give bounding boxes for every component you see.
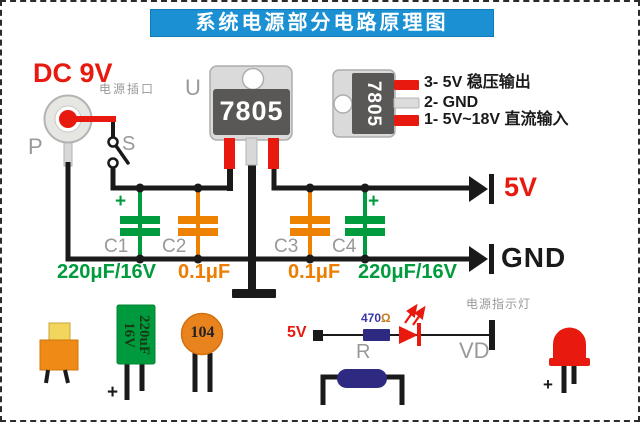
regulator-ref-label: U xyxy=(185,75,201,100)
c1-ref: C1 xyxy=(104,236,129,257)
regulator-to220 xyxy=(209,65,293,169)
c4-ref: C4 xyxy=(332,236,357,257)
electrolytic-voltage-text: 16V xyxy=(121,321,138,348)
pinout-pin-1 xyxy=(394,115,419,126)
regulator-leg-output xyxy=(268,138,279,169)
indicator-circuit xyxy=(313,303,495,350)
electrolytic-photo-text: 220uF 16V xyxy=(117,305,155,364)
wire-5v-rail xyxy=(271,165,469,191)
electrolytic-value-text: 220uF xyxy=(136,314,153,355)
regulator-leg-input xyxy=(224,138,235,169)
disc-capacitor-code: 104 xyxy=(190,324,215,341)
photo-disc-capacitor xyxy=(180,312,224,392)
pinout-pin3-label: 3- 5V 稳压输出 xyxy=(424,74,531,91)
photo-dc-jack xyxy=(39,322,79,384)
wire-gnd-rail xyxy=(65,162,469,262)
regulator-pinout-package xyxy=(332,69,420,138)
pinout-hole xyxy=(333,94,353,114)
output-5v-label: 5V xyxy=(504,172,538,202)
c1-value: 220μF/16V xyxy=(57,261,156,283)
c1-polarity: + xyxy=(115,191,127,212)
led-cathode-bar xyxy=(417,323,421,346)
indicator-terminal-right xyxy=(489,320,495,350)
junction-dot xyxy=(305,254,315,264)
arrow-5v-output xyxy=(469,174,494,204)
pinout-pin1-label: 1- 5V~18V 直流输入 xyxy=(424,111,569,128)
c4-value: 220μF/16V xyxy=(358,261,457,283)
resistor-ref-label: R xyxy=(356,341,371,363)
regulator-leg-gnd xyxy=(245,137,258,166)
capacitor-c4-symbol xyxy=(345,188,385,259)
c3-value: 0.1μF xyxy=(288,261,341,283)
indicator-caption: 电源指示灯 xyxy=(466,297,532,311)
ground-symbol xyxy=(232,289,276,298)
pinout-body xyxy=(352,73,394,134)
pinout-pin2-label: 2- GND xyxy=(424,94,479,111)
electrolytic-polarity: + xyxy=(107,382,119,403)
junction-dot xyxy=(305,183,315,193)
pinout-part-number: 7805 xyxy=(352,73,394,134)
photo-led xyxy=(549,327,590,393)
switch-contact-top xyxy=(107,136,119,148)
regulator-mounting-hole xyxy=(241,67,265,91)
led-ref-label: VD xyxy=(459,338,490,363)
resistor-symbol xyxy=(363,329,390,341)
capacitor-c2-symbol xyxy=(178,188,218,259)
c3-ref: C3 xyxy=(274,236,299,257)
arrow-gnd-output xyxy=(469,244,494,274)
switch-contact-bottom xyxy=(107,157,119,169)
capacitor-c3-symbol xyxy=(290,188,330,259)
capacitor-c1-symbol xyxy=(120,188,160,259)
resistor-ohm-symbol: Ω xyxy=(381,311,391,325)
indicator-supply-label: 5V xyxy=(287,324,307,341)
junction-dot xyxy=(135,254,145,264)
regulator-body xyxy=(213,89,290,135)
junction-dot xyxy=(360,183,370,193)
output-gnd-label: GND xyxy=(501,242,567,273)
plug-ref-label: P xyxy=(28,134,43,159)
pinout-part-number-text: 7805 xyxy=(362,80,384,127)
led-symbol xyxy=(399,326,418,344)
pinout-pin-2 xyxy=(393,97,420,109)
junction-dot xyxy=(193,183,203,193)
dc-input-label: DC 9V xyxy=(33,58,113,88)
junction-dot xyxy=(193,254,203,264)
led-polarity: + xyxy=(543,375,553,394)
resistor-value: 470 xyxy=(361,311,382,325)
regulator-part-number: 7805 xyxy=(219,96,284,126)
led-light-arrows xyxy=(404,303,426,326)
junction-dots xyxy=(135,183,370,264)
page-title: 系统电源部分电路原理图 xyxy=(150,9,494,37)
photo-resistor xyxy=(320,369,405,405)
pinout-pin-3 xyxy=(394,80,419,90)
junction-dot xyxy=(360,254,370,264)
junction-dot xyxy=(135,183,145,193)
indicator-terminal-left xyxy=(313,330,323,341)
wire-9v-rail xyxy=(110,165,233,191)
photo-electrolytic-capacitor xyxy=(116,304,156,400)
socket-label: 电源插口 xyxy=(99,82,156,96)
c2-ref: C2 xyxy=(162,236,187,257)
junction-dot xyxy=(247,254,257,264)
switch-ref-label: S xyxy=(122,133,136,155)
c2-value: 0.1μF xyxy=(178,261,231,283)
c4-polarity: + xyxy=(368,191,380,212)
